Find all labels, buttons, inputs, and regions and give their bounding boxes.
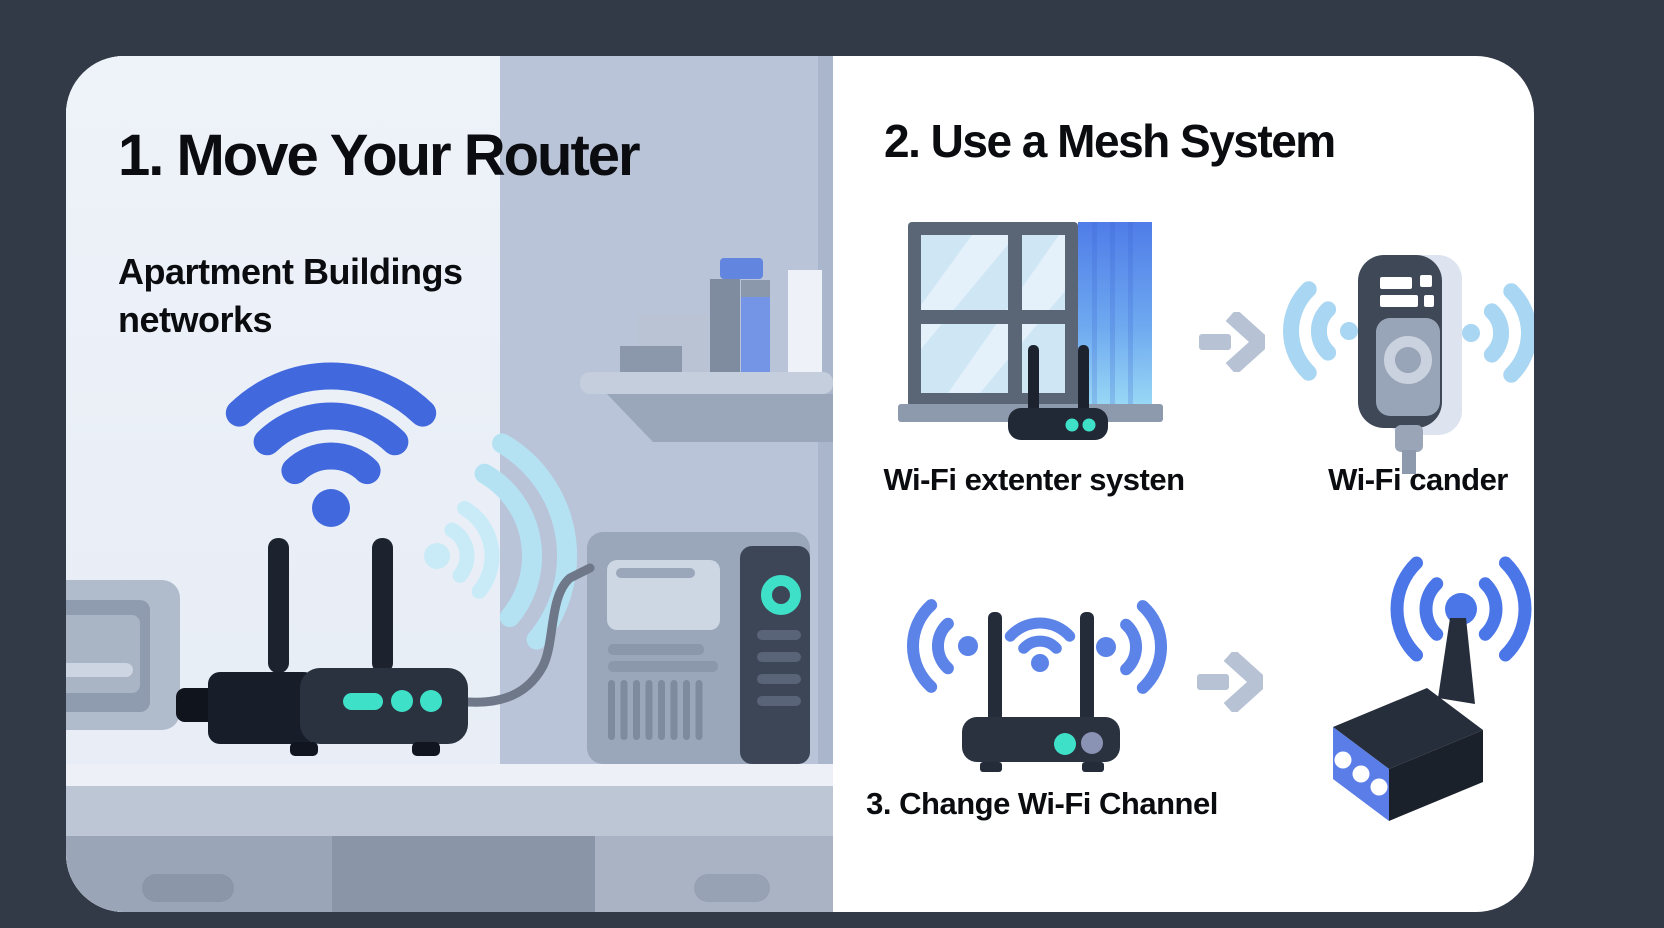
card: 1. Move Your Router Apartment Buildings … — [66, 56, 1534, 912]
window-mullion-v — [1008, 235, 1022, 393]
desk-surface — [66, 764, 833, 786]
router-led — [1370, 778, 1388, 796]
book-blue-top — [741, 280, 770, 297]
desk-edge — [66, 786, 833, 836]
router-led — [391, 690, 413, 712]
book-blue — [741, 297, 770, 372]
router-led — [1081, 732, 1103, 754]
router-top-face — [1333, 688, 1483, 769]
router-foot — [1082, 762, 1104, 772]
antenna-cone — [1438, 618, 1475, 704]
router-knob — [176, 688, 216, 722]
signal-center — [1004, 617, 1076, 672]
router-antenna — [372, 538, 393, 673]
signal-right — [1462, 283, 1534, 383]
drawer-handle — [142, 874, 234, 902]
curtain — [1078, 222, 1152, 416]
router-side-face — [1389, 730, 1483, 821]
shelf-board — [580, 372, 833, 394]
server-icon — [587, 532, 810, 764]
router-foot — [290, 742, 318, 756]
monitor-icon — [66, 580, 180, 730]
arrow-right-icon — [1197, 652, 1263, 712]
wifi-signal-icon — [225, 362, 577, 650]
server-vents — [608, 680, 703, 740]
signal-left — [907, 599, 978, 693]
extender-plug — [1395, 425, 1423, 452]
router-antenna — [988, 612, 1002, 722]
step3-title: 3. Change Wi-Fi Channel — [866, 786, 1218, 821]
router-block — [208, 672, 316, 744]
antenna-ball — [1445, 593, 1477, 625]
storage-box-gray — [620, 346, 682, 372]
router-icon — [176, 538, 595, 756]
router-led-bar — [343, 693, 383, 710]
router-channels-icon — [907, 599, 1167, 772]
router-wifi-fan — [225, 362, 437, 485]
shelf-with-books-icon — [580, 258, 833, 442]
left-scene: 1. Move Your Router Apartment Buildings … — [66, 56, 833, 912]
step1-subtitle: Apartment Buildings networks — [118, 251, 463, 340]
extender-caption: Wi-Fi cander — [1328, 462, 1508, 497]
signal-right — [1096, 600, 1167, 694]
book-dark — [710, 279, 740, 372]
window-router-caption: Wi-Fi extenter systen — [883, 462, 1185, 497]
wifi-extender-icon — [1283, 255, 1534, 474]
mesh-router-3d-icon — [1333, 556, 1532, 821]
signal-left — [1390, 556, 1444, 662]
shelf-bracket — [607, 394, 833, 442]
router-body — [300, 668, 468, 744]
step2-title: 2. Use a Mesh System — [884, 115, 1336, 167]
book-white — [788, 270, 822, 372]
window-illustration — [898, 222, 1163, 440]
router-body — [962, 717, 1120, 762]
router-led — [1054, 733, 1076, 755]
drawer-handle — [694, 874, 770, 902]
window-mullion-h — [921, 310, 1065, 324]
router-antenna — [1080, 612, 1094, 722]
ethernet-cable — [463, 563, 595, 707]
signal-left — [1283, 281, 1358, 381]
signal-right — [1478, 556, 1532, 662]
router-foot — [980, 762, 1002, 772]
arrow-right-icon — [1199, 312, 1265, 372]
server-power-ring — [761, 575, 801, 615]
router-foot — [412, 742, 440, 756]
mini-router-icon — [1008, 345, 1108, 440]
desk-gap — [332, 836, 595, 912]
extender-button — [1384, 336, 1432, 384]
router-led — [1334, 751, 1352, 769]
router-led — [1352, 765, 1370, 783]
box-blue-cap — [720, 258, 763, 279]
router-antenna — [268, 538, 289, 673]
router-led — [420, 690, 442, 712]
step1-title: 1. Move Your Router — [118, 123, 641, 188]
